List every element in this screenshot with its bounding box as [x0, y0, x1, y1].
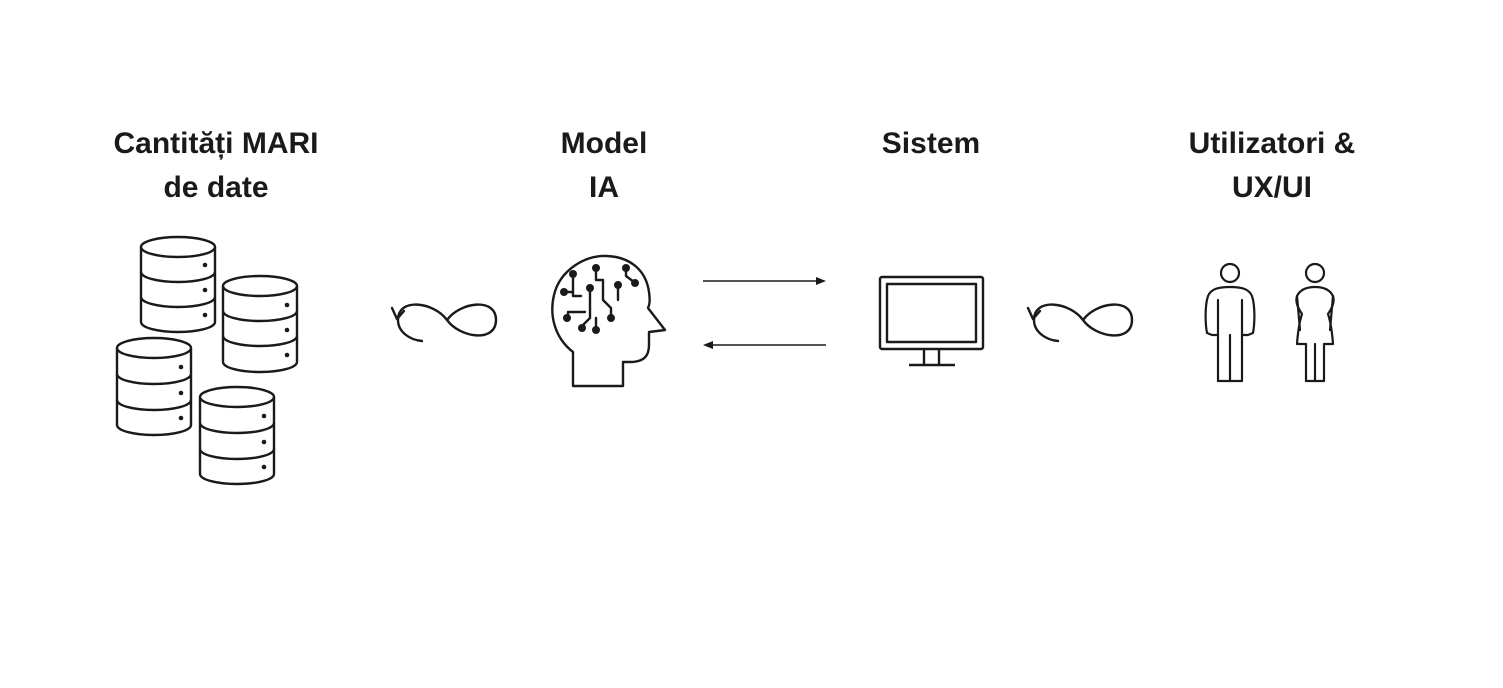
stage-title-model-line2: IA — [589, 171, 619, 204]
male-user-icon — [1204, 262, 1256, 383]
stage-title-data-line2: de date — [163, 171, 269, 204]
stage-title-system-line1: Sistem — [881, 127, 981, 160]
stage-title-model-line1: Model — [560, 127, 648, 160]
infinity-loop-icon — [1026, 303, 1134, 343]
database-cylinder-1 — [139, 235, 217, 334]
ai-head-icon — [551, 254, 667, 388]
stage-title-data-line1: Cantități MARI — [113, 127, 319, 160]
stage-title-data: Cantități MARI de date — [56, 122, 376, 210]
circuit-nodes — [560, 264, 639, 334]
database-cylinder-4 — [198, 385, 276, 486]
database-stack-icon — [115, 235, 299, 486]
circuit-traces — [563, 268, 636, 330]
infinity-loop-icon — [390, 303, 498, 343]
female-user-icon — [1295, 262, 1335, 383]
database-cylinder-2 — [221, 274, 299, 374]
arrow-left-icon — [703, 341, 826, 349]
arrow-right-icon — [703, 277, 826, 285]
stage-title-users-line1: Utilizatori & — [1188, 127, 1356, 160]
users-icon — [1204, 262, 1335, 383]
stage-title-users-line2: UX/UI — [1231, 171, 1312, 204]
stage-title-users: Utilizatori & UX/UI — [1112, 122, 1432, 210]
stage-title-system: Sistem — [771, 122, 1091, 166]
bidirectional-arrows — [703, 277, 826, 349]
stage-title-model: Model IA — [444, 122, 764, 210]
database-cylinder-3 — [115, 336, 193, 437]
monitor-icon — [878, 275, 985, 367]
